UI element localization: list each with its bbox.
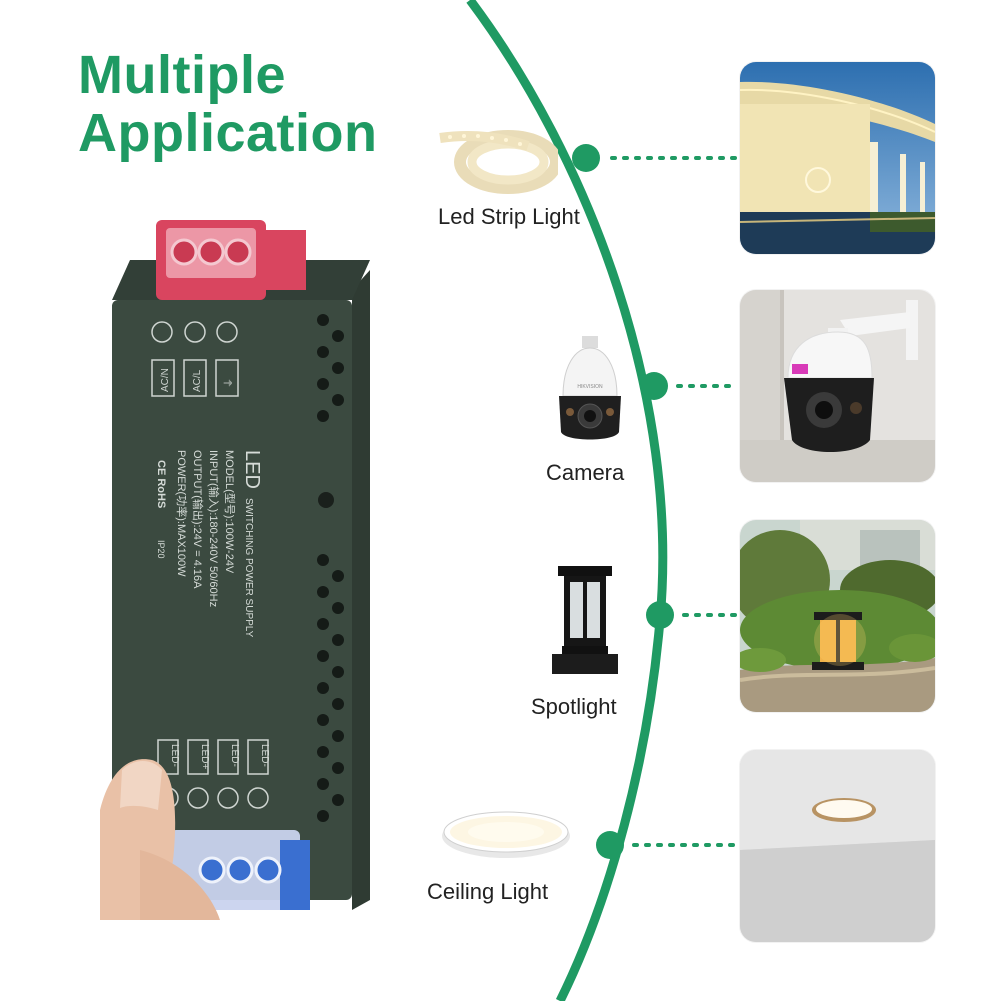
terminal-label-led-2: LED+ (199, 744, 210, 769)
device-title: LED (241, 450, 263, 489)
device-subtitle: SWITCHING POWER SUPPLY (243, 498, 254, 638)
garden-photo (740, 520, 935, 712)
app-label-camera: Camera (546, 460, 625, 485)
connector-4 (596, 831, 737, 859)
connector-1 (572, 144, 737, 172)
device-input: INPUT(输入):180-240V 50/60Hz (207, 450, 221, 607)
app-label-ceiling-light: Ceiling Light (427, 879, 549, 904)
device-ip-rating: IP20 (156, 540, 166, 559)
headline-line-1: Multiple (78, 45, 286, 105)
connector-2 (640, 372, 737, 400)
terminal-label-led-4: LED- (259, 744, 270, 767)
terminal-label-acl: AC/L (192, 369, 203, 392)
led-strip-icon (439, 130, 558, 194)
terminal-label-led-3: LED- (229, 744, 240, 767)
headline-line-2: Application (78, 103, 378, 163)
device-certs: CE RoHS (155, 460, 167, 508)
power-supply-device: AC/N AC/L ⏚ LED SWITCHING POWER SUPPLY M… (100, 210, 390, 920)
connector-3 (646, 601, 737, 629)
terminal-label-ground: ⏚ (223, 378, 235, 388)
garden-lamp-icon (552, 566, 618, 674)
terminal-label-acn: AC/N (160, 368, 171, 392)
ceiling-light-icon (442, 811, 570, 858)
device-output: OUTPUT(输出):24V = 4.16A (191, 450, 205, 589)
pavilion-photo (740, 62, 935, 254)
device-power: POWER(功率):MAX100W (175, 450, 189, 577)
ceiling-photo (740, 750, 935, 942)
headline: Multiple Application (78, 46, 378, 162)
app-label-spotlight: Spotlight (531, 694, 617, 719)
dome-camera-icon: HIKVISION (559, 336, 621, 440)
app-label-led-strip: Led Strip Light (438, 204, 580, 229)
terminal-label-led-1: LED- (169, 744, 180, 767)
device-model: MODEL(型号):100W-24V (223, 450, 237, 574)
svg-text:HIKVISION: HIKVISION (577, 384, 603, 390)
camera-photo (740, 290, 935, 482)
